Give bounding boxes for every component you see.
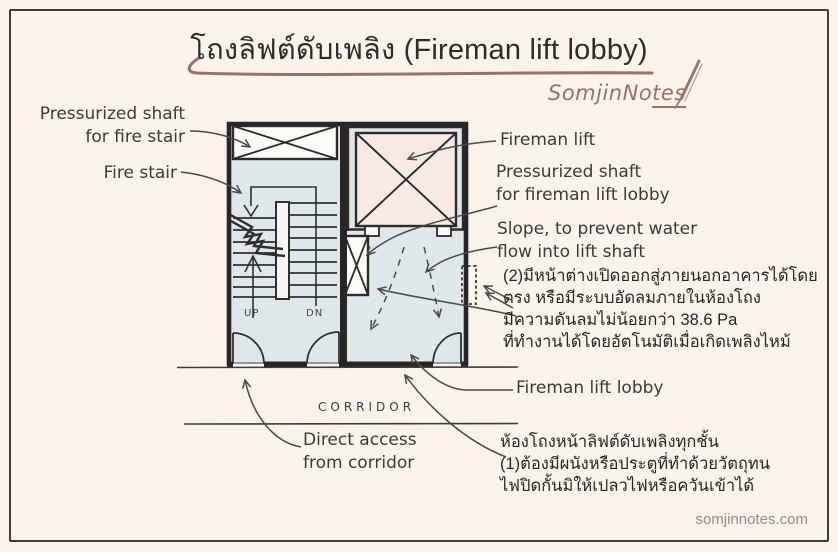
note-pressurization-line1: (2)มีหน้าต่างเปิดออกสู่ภายนอกอาคารได้โดย xyxy=(503,267,818,285)
callout-slope-line2: flow into lift shaft xyxy=(497,242,645,262)
arrow-note2-window-b xyxy=(484,292,514,309)
note-lobby-line3: ไฟปิดกั้นมิให้เปลวไฟหรือควันเข้าได้ xyxy=(500,477,755,495)
arrow-pressurized-fire-stair xyxy=(189,130,252,148)
arrow-pressurized-lobby xyxy=(365,205,498,257)
lift-door-jamb-right xyxy=(436,225,452,237)
fire-stair-pressurized-shaft xyxy=(231,124,339,161)
callout-fireman-lift: Fireman lift xyxy=(500,130,596,150)
fire-stair-door-right xyxy=(306,331,340,365)
callout-pressurized-fire-stair: Pressurized shaft for fire stair xyxy=(28,103,185,149)
slope-direction-arrows xyxy=(370,246,443,331)
callout-fire-stair: Fire stair xyxy=(103,163,177,183)
callout-slope-line1: Slope, to prevent water xyxy=(497,219,698,239)
fireman-lift-shaft xyxy=(346,125,465,237)
note-lobby-requirement: ห้องโถงหน้าลิฟต์ดับเพลิงทุกชั้น (1)ต้องม… xyxy=(500,431,770,497)
arrow-fire-stair xyxy=(180,171,243,194)
stair-dn-label: DN xyxy=(306,308,324,319)
lobby-pressurized-shaft xyxy=(343,234,370,297)
callout-direct-access: Direct access from corridor xyxy=(303,429,417,475)
callout-fireman-lift-lobby: Fireman lift lobby xyxy=(516,378,664,398)
note-pressurization-line2: ตรง หรือมีระบบอัดลมภายในห้องโถง xyxy=(503,289,761,307)
arrow-fireman-lift-lobby xyxy=(409,353,513,391)
brand-logo-suffix: tes xyxy=(652,81,686,108)
pencil-icon xyxy=(674,59,703,109)
leader-arrows xyxy=(180,130,517,458)
note-lobby-line2: (1)ต้องมีผนังหรือประตูที่ทำด้วยวัตถุทน xyxy=(500,455,771,473)
floor-plan xyxy=(176,121,519,425)
note-pressurization-line4: ที่ทำงานได้โดยอัตโนมัติเมื่อเกิดเพลิงไหม… xyxy=(503,333,791,351)
callout-pressurized-lobby: Pressurized shaft for fireman lift lobby xyxy=(496,161,670,207)
website-url: somjinnotes.com xyxy=(695,511,808,528)
callout-slope: Slope, to prevent water flow into lift s… xyxy=(497,218,697,264)
callout-pressurized-fire-stair-line2: for fire stair xyxy=(85,127,185,147)
callout-pressurized-lobby-line2: for fireman lift lobby xyxy=(496,185,670,205)
callout-direct-access-line2: from corridor xyxy=(303,453,415,473)
doors xyxy=(232,331,462,365)
walls xyxy=(226,121,469,368)
arrow-slope xyxy=(424,246,498,274)
title-underline xyxy=(187,56,654,76)
brand-logo-prefix: SomjinNo xyxy=(548,81,653,105)
callout-pressurized-fire-stair-line1: Pressurized shaft xyxy=(39,104,185,124)
stair-up-label: UP xyxy=(244,308,260,319)
arrow-note2-window-a xyxy=(482,285,512,301)
brand-logo: SomjinNotes xyxy=(548,81,686,108)
page-title: โถงลิฟต์ดับเพลิง (Fireman lift lobby) xyxy=(190,34,648,66)
note-pressurization-requirement: (2)มีหน้าต่างเปิดออกสู่ภายนอกอาคารได้โดย… xyxy=(503,265,818,353)
lift-door-jamb-left xyxy=(364,225,380,237)
arrow-direct-access xyxy=(242,378,302,448)
note-pressurization-line3: มีความดันลมไม่น้อยกว่า 38.6 Pa xyxy=(503,311,738,329)
note-lobby-line1: ห้องโถงหน้าลิฟต์ดับเพลิงทุกชั้น xyxy=(500,433,719,451)
corridor-label: CORRIDOR xyxy=(318,400,416,414)
arrow-note2-shaft xyxy=(376,286,517,317)
fire-stair xyxy=(228,186,337,318)
callout-direct-access-line1: Direct access xyxy=(303,430,417,450)
callout-pressurized-lobby-line1: Pressurized shaft xyxy=(496,162,642,182)
fire-stair-door-left xyxy=(232,332,265,365)
arrow-lobby-note xyxy=(404,373,507,458)
arrow-fireman-lift xyxy=(406,140,497,161)
corridor-lines xyxy=(176,366,519,425)
lobby-door xyxy=(432,332,462,365)
